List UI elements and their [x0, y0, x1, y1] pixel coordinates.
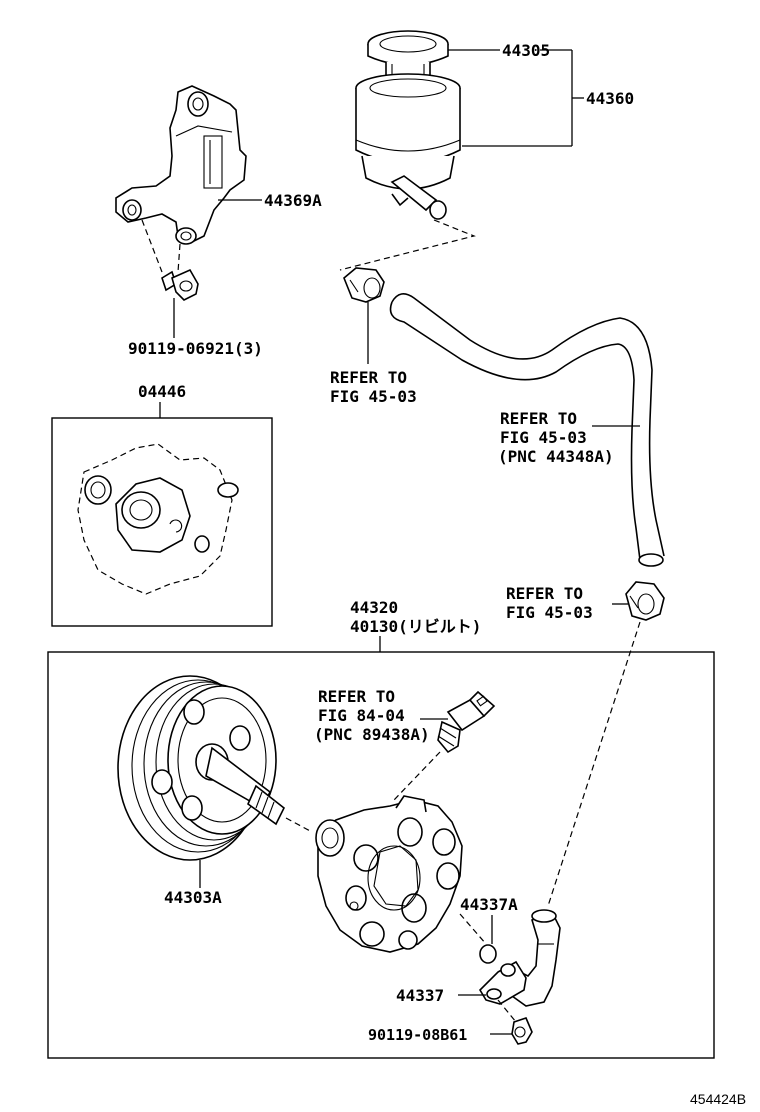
bracket-bolt: [141, 219, 199, 301]
gasket-kit-box: [51, 417, 273, 627]
reservoir-leaders: [448, 49, 584, 147]
label-44303a: 44303A: [164, 888, 222, 907]
refer3-line2: FIG 45-03: [506, 603, 593, 622]
reservoir-tank-assembly: [355, 30, 461, 220]
label-44360: 44360: [586, 89, 634, 108]
refer2-line1: REFER TO: [500, 409, 577, 428]
label-44320: 44320: [350, 598, 398, 617]
pump-pulley: [117, 675, 286, 861]
hose-inlet-dash: [547, 621, 641, 907]
refer4-line2: FIG 84-04: [318, 706, 405, 725]
label-44369a: 44369A: [264, 191, 322, 210]
shaft-dash: [285, 817, 313, 833]
refer4-line1: REFER TO: [318, 687, 395, 706]
oring-dash: [459, 913, 487, 945]
label-90119-06921: 90119-06921(3): [128, 339, 263, 358]
pump-body: [315, 795, 463, 953]
inlet-union: [478, 909, 561, 1007]
refer1-line1: REFER TO: [330, 368, 407, 387]
hose-clamp-upper: [343, 267, 385, 303]
refer2-line3: (PNC 44348A): [498, 447, 614, 466]
gasket-kit-parts: [77, 443, 239, 595]
figure-id: 454424B: [690, 1091, 746, 1107]
return-hose: [389, 293, 665, 567]
refer4-line3: (PNC 89438A): [314, 725, 430, 744]
label-40130: 40130(リビルト): [350, 617, 481, 636]
switch-dash: [393, 751, 441, 801]
union-bolt-dash: [497, 999, 517, 1023]
label-44337: 44337: [396, 986, 444, 1005]
refer1-line2: FIG 45-03: [330, 387, 417, 406]
label-44337a: 44337A: [460, 895, 518, 914]
label-90119-08b61: 90119-08B61: [368, 1026, 467, 1044]
label-04446: 04446: [138, 382, 186, 401]
hose-clamp-lower: [625, 581, 665, 621]
refer3-line1: REFER TO: [506, 584, 583, 603]
return-line-dashes: [339, 219, 476, 271]
label-44305: 44305: [502, 41, 550, 60]
pressure-switch: [437, 690, 496, 754]
o-ring: [479, 944, 497, 964]
pump-assembly-box: [47, 651, 715, 1059]
union-bolt: [511, 1017, 533, 1045]
reservoir-bracket: [115, 85, 247, 245]
refer2-line2: FIG 45-03: [500, 428, 587, 447]
